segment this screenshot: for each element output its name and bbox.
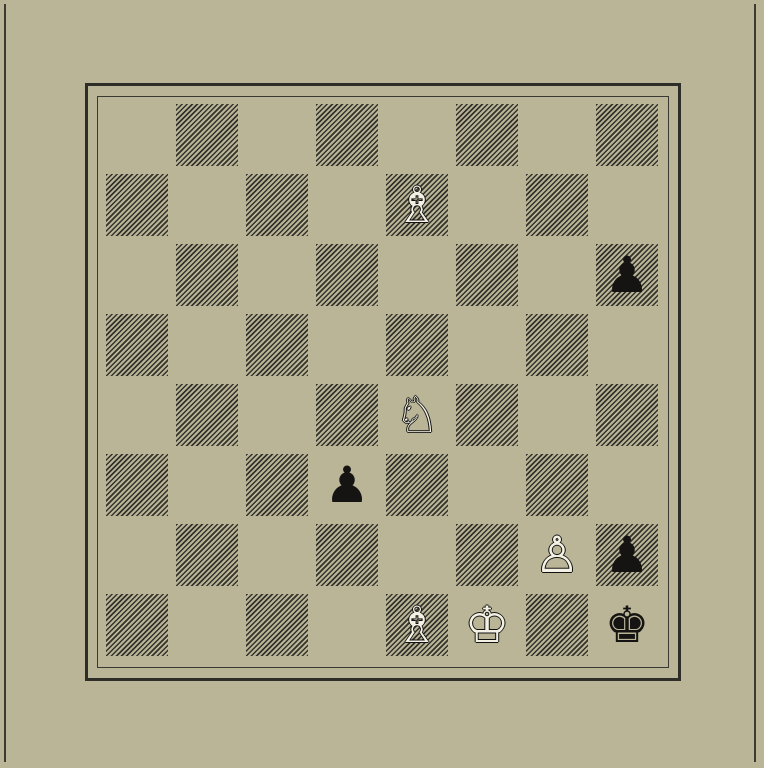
- square-h6[interactable]: ♟: [592, 240, 662, 310]
- square-g8[interactable]: [522, 100, 592, 170]
- square-c4[interactable]: [242, 380, 312, 450]
- square-d6[interactable]: [312, 240, 382, 310]
- square-f4[interactable]: [452, 380, 522, 450]
- white-bishop-icon[interactable]: ♗: [395, 180, 440, 230]
- square-e6[interactable]: [382, 240, 452, 310]
- square-c8[interactable]: [242, 100, 312, 170]
- square-a6[interactable]: [102, 240, 172, 310]
- square-b2[interactable]: [172, 520, 242, 590]
- square-e5[interactable]: [382, 310, 452, 380]
- square-f7[interactable]: [452, 170, 522, 240]
- white-knight-icon[interactable]: ♘: [395, 390, 440, 440]
- square-h3[interactable]: [592, 450, 662, 520]
- square-f5[interactable]: [452, 310, 522, 380]
- square-h8[interactable]: [592, 100, 662, 170]
- square-c1[interactable]: [242, 590, 312, 660]
- square-f8[interactable]: [452, 100, 522, 170]
- square-f3[interactable]: [452, 450, 522, 520]
- square-d5[interactable]: [312, 310, 382, 380]
- square-e8[interactable]: [382, 100, 452, 170]
- square-b3[interactable]: [172, 450, 242, 520]
- chess-board: ♗ ♟ ♘ ♟ ♙ ♟ ♗ ♔ ♚: [102, 100, 662, 660]
- square-a3[interactable]: [102, 450, 172, 520]
- square-b7[interactable]: [172, 170, 242, 240]
- black-pawn-icon[interactable]: ♟: [605, 250, 650, 300]
- square-c3[interactable]: [242, 450, 312, 520]
- square-e7[interactable]: ♗: [382, 170, 452, 240]
- square-g4[interactable]: [522, 380, 592, 450]
- square-h4[interactable]: [592, 380, 662, 450]
- white-bishop-icon[interactable]: ♗: [395, 600, 440, 650]
- white-pawn-icon[interactable]: ♙: [535, 530, 580, 580]
- square-h5[interactable]: [592, 310, 662, 380]
- square-a8[interactable]: [102, 100, 172, 170]
- square-b1[interactable]: [172, 590, 242, 660]
- square-e2[interactable]: [382, 520, 452, 590]
- square-a7[interactable]: [102, 170, 172, 240]
- square-b6[interactable]: [172, 240, 242, 310]
- black-king-icon[interactable]: ♚: [605, 600, 650, 650]
- square-c2[interactable]: [242, 520, 312, 590]
- square-d4[interactable]: [312, 380, 382, 450]
- square-h2[interactable]: ♟: [592, 520, 662, 590]
- square-f6[interactable]: [452, 240, 522, 310]
- square-a4[interactable]: [102, 380, 172, 450]
- black-pawn-icon[interactable]: ♟: [605, 530, 650, 580]
- square-d1[interactable]: [312, 590, 382, 660]
- square-g1[interactable]: [522, 590, 592, 660]
- square-b5[interactable]: [172, 310, 242, 380]
- square-c5[interactable]: [242, 310, 312, 380]
- square-a5[interactable]: [102, 310, 172, 380]
- square-e4[interactable]: ♘: [382, 380, 452, 450]
- square-e3[interactable]: [382, 450, 452, 520]
- square-f2[interactable]: [452, 520, 522, 590]
- square-a2[interactable]: [102, 520, 172, 590]
- square-f1[interactable]: ♔: [452, 590, 522, 660]
- square-c7[interactable]: [242, 170, 312, 240]
- square-g3[interactable]: [522, 450, 592, 520]
- square-d3[interactable]: ♟: [312, 450, 382, 520]
- square-b8[interactable]: [172, 100, 242, 170]
- square-c6[interactable]: [242, 240, 312, 310]
- square-g2[interactable]: ♙: [522, 520, 592, 590]
- square-g7[interactable]: [522, 170, 592, 240]
- square-a1[interactable]: [102, 590, 172, 660]
- square-b4[interactable]: [172, 380, 242, 450]
- square-d8[interactable]: [312, 100, 382, 170]
- black-pawn-icon[interactable]: ♟: [325, 460, 370, 510]
- square-h1[interactable]: ♚: [592, 590, 662, 660]
- white-king-icon[interactable]: ♔: [465, 600, 510, 650]
- square-e1[interactable]: ♗: [382, 590, 452, 660]
- square-d7[interactable]: [312, 170, 382, 240]
- square-g6[interactable]: [522, 240, 592, 310]
- square-d2[interactable]: [312, 520, 382, 590]
- square-g5[interactable]: [522, 310, 592, 380]
- square-h7[interactable]: [592, 170, 662, 240]
